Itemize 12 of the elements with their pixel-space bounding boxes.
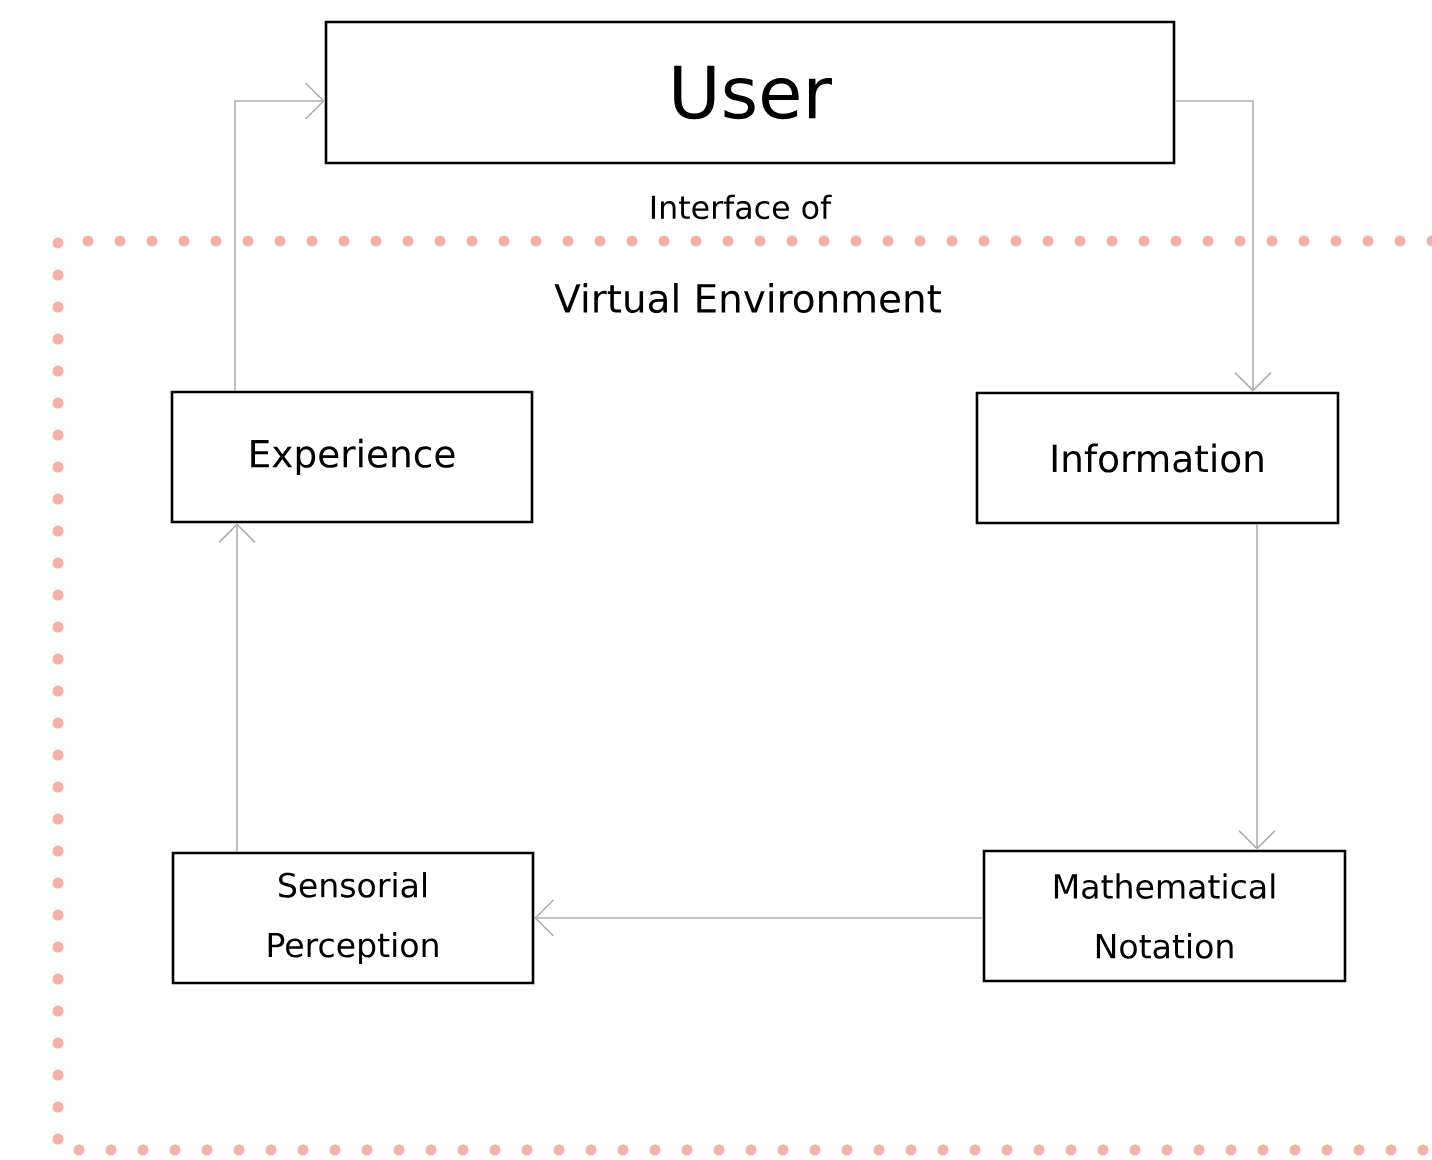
arrow <box>534 899 984 937</box>
arrow <box>1238 523 1276 850</box>
process-box: Experience <box>170 390 534 524</box>
region-label: Virtual Environment <box>554 282 941 314</box>
process-box: Information <box>975 391 1340 525</box>
process-box: Mathematical Notation <box>982 849 1347 983</box>
arrow <box>1174 100 1272 392</box>
arrow <box>234 82 325 392</box>
process-box: User <box>324 20 1176 165</box>
arrow <box>218 523 256 853</box>
region-label: Interface of <box>651 194 832 220</box>
process-box: Sensorial Perception <box>171 851 535 985</box>
